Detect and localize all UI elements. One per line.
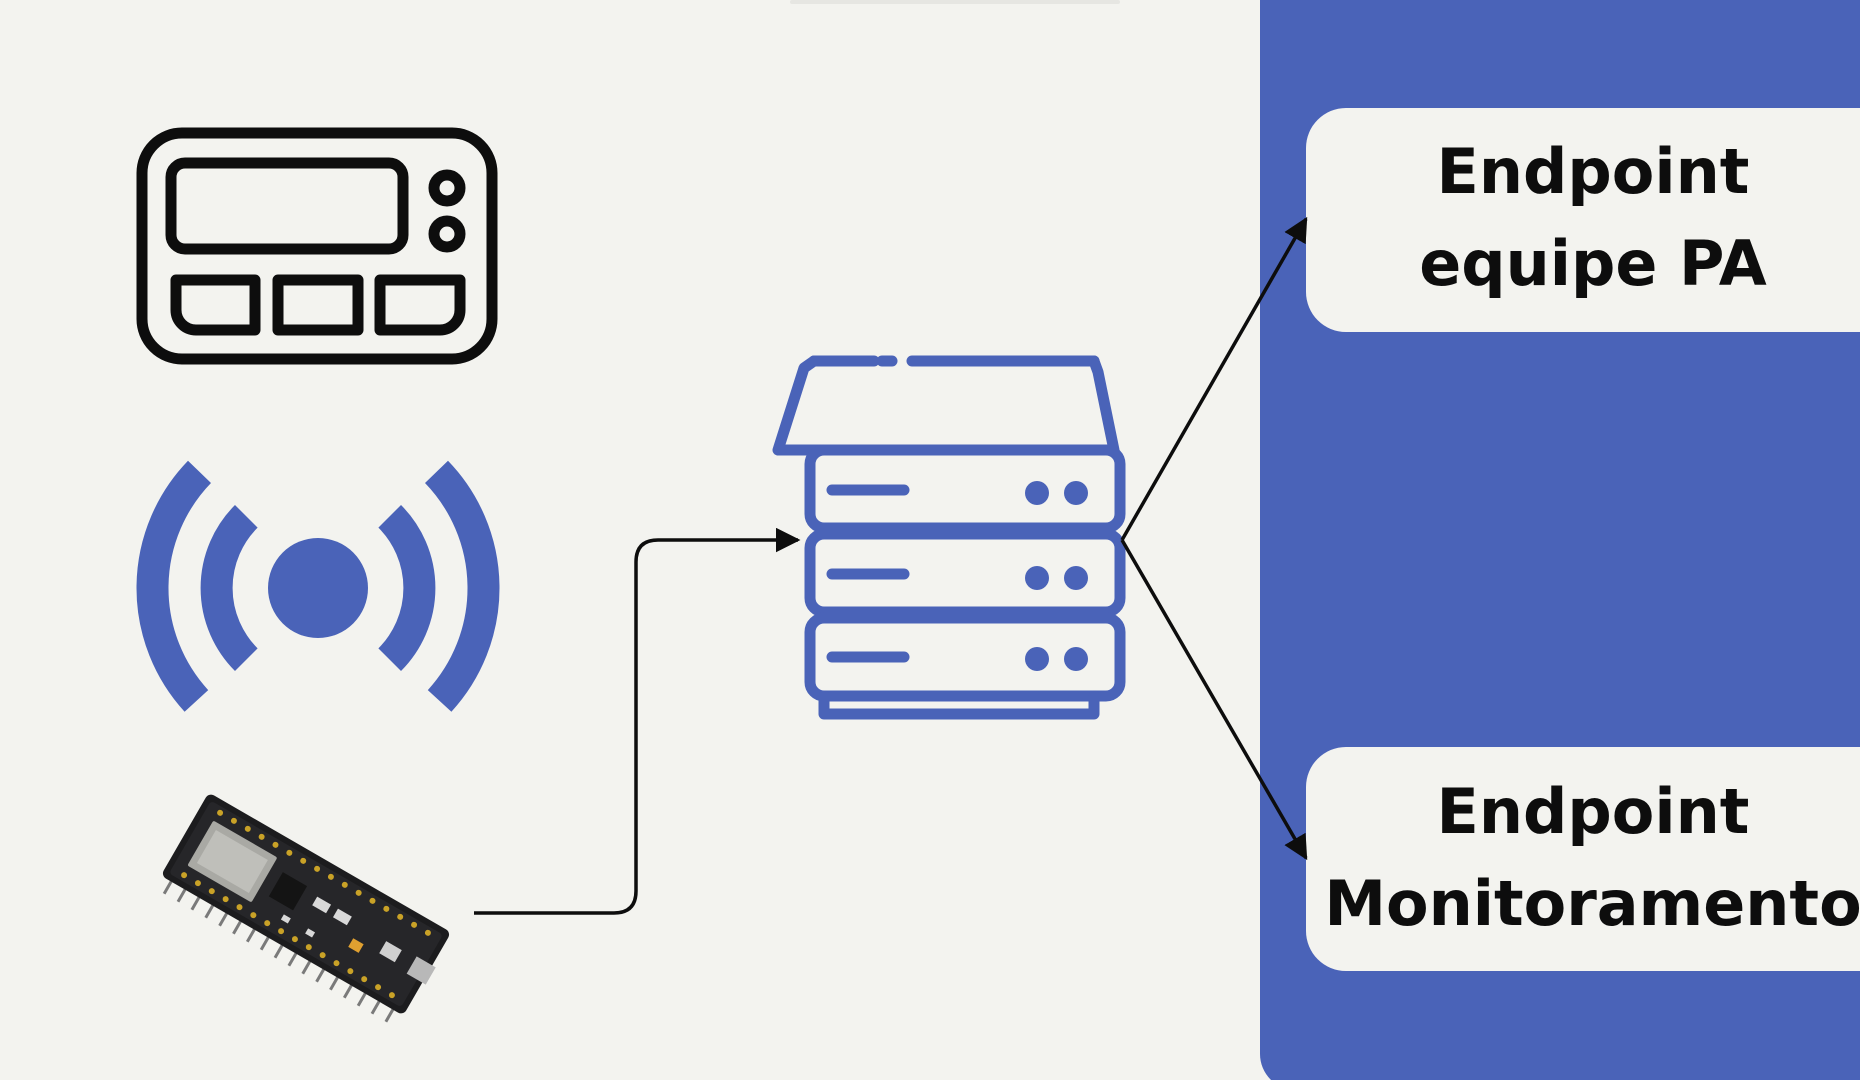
endpoint-card-pa: Endpoint equipe PA — [1306, 108, 1860, 332]
top-strip — [790, 0, 1120, 4]
server-unit-1 — [804, 444, 1126, 534]
endpoint-pa-line1: Endpoint — [1437, 135, 1750, 208]
esp32-board-icon — [162, 794, 450, 1023]
server-unit-3 — [804, 612, 1126, 702]
endpoint-monitoramento-line1: Endpoint — [1437, 775, 1750, 848]
server-base — [818, 690, 1100, 720]
endpoint-card-monitoramento-box — [1306, 747, 1860, 971]
endpoint-monitoramento-line2: Monitoramento — [1324, 867, 1860, 940]
server-to-endpoint-pa-arrow — [1120, 216, 1308, 541]
wireless-signal-icon — [136, 460, 500, 712]
signal-dot — [268, 538, 368, 638]
endpoint-card-pa-box — [1306, 108, 1860, 332]
server-to-endpoint-monitoramento-arrow — [1120, 539, 1308, 861]
endpoint-card-monitoramento: Endpoint Monitoramento — [1306, 747, 1860, 971]
server-stack-icon — [772, 355, 1126, 720]
server-top-body — [772, 355, 1120, 456]
endpoint-pa-line2: equipe PA — [1419, 227, 1767, 300]
board-to-server-arrow — [474, 527, 801, 915]
server-unit-2 — [804, 528, 1126, 618]
server-led-dots — [1025, 481, 1088, 671]
pager-icon — [136, 127, 498, 365]
